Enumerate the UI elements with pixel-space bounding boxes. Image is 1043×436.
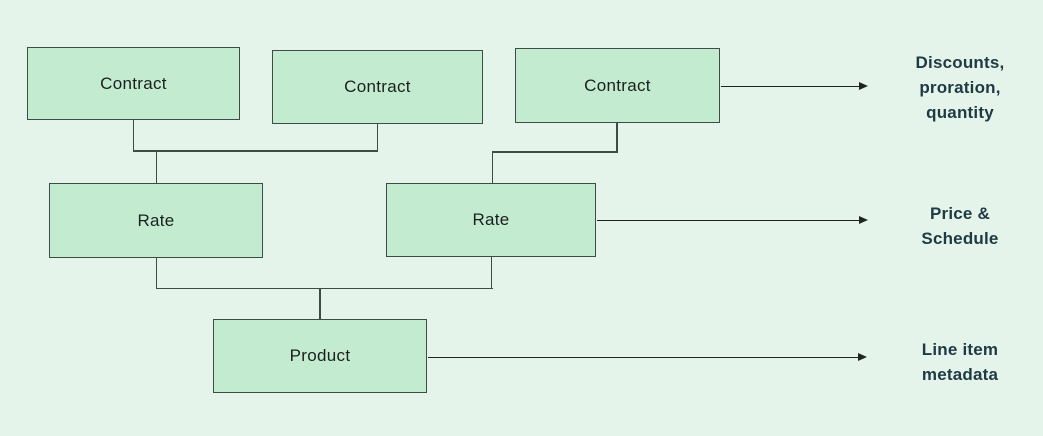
node-contract-1: Contract <box>27 47 240 120</box>
arrowhead-icon <box>859 82 868 90</box>
annotation-line: quantity <box>926 103 994 122</box>
arrow-shaft <box>597 219 860 221</box>
annotation-line: Discounts, <box>915 53 1005 72</box>
node-product-label: Product <box>289 346 351 365</box>
annotation-discounts-proration-quantity: Discounts, proration, quantity <box>880 50 1040 125</box>
connector-rate2-down <box>490 257 492 288</box>
annotation-price-schedule: Price & Schedule <box>880 201 1040 251</box>
node-product: Product <box>213 319 427 393</box>
connector-into-product <box>319 288 321 319</box>
connector-rates-horizontal <box>155 287 493 289</box>
node-contract-3: Contract <box>515 48 720 123</box>
connector-contracts-horizontal <box>132 150 378 152</box>
node-rate-2-label: Rate <box>472 210 510 229</box>
annotation-line: metadata <box>921 365 999 384</box>
connector-into-rate1 <box>155 150 157 183</box>
annotation-line: Line item <box>921 340 999 359</box>
node-contract-1-label: Contract <box>100 73 167 93</box>
arrowhead-icon <box>858 353 867 361</box>
arrow-product-to-annotation <box>428 353 867 361</box>
node-rate-1-label: Rate <box>137 210 175 230</box>
connector-contract1-down <box>132 120 134 151</box>
node-contract-2-label: Contract <box>344 77 411 96</box>
arrowhead-icon <box>859 216 868 224</box>
connector-contract3-horizontal <box>491 151 618 153</box>
arrow-rates-to-annotation <box>597 216 868 224</box>
node-rate-1: Rate <box>49 183 263 258</box>
connector-contract3-down <box>616 123 618 152</box>
annotation-line: Price & <box>930 204 990 223</box>
arrow-shaft <box>428 356 859 358</box>
annotation-line: proration, <box>919 78 1001 97</box>
connector-into-rate2 <box>491 151 493 183</box>
connector-contract2-down <box>376 124 378 151</box>
node-contract-3-label: Contract <box>584 75 651 95</box>
node-contract-2: Contract <box>272 50 483 124</box>
annotation-line: Schedule <box>921 229 999 248</box>
arrow-contracts-to-annotation <box>721 82 868 90</box>
connector-rate1-down <box>155 258 157 289</box>
node-rate-2: Rate <box>386 183 596 257</box>
annotation-line-item-metadata: Line item metadata <box>880 337 1040 387</box>
arrow-shaft <box>721 85 860 87</box>
